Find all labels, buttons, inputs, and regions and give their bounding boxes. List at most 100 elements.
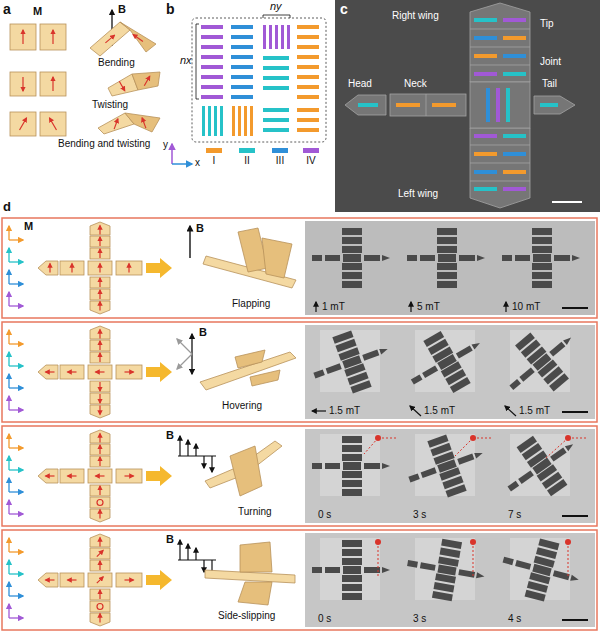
magnet-bar <box>263 86 289 90</box>
robot-photo-part <box>342 558 362 565</box>
deformed-robot <box>235 350 265 368</box>
robot-photo-part <box>342 228 362 235</box>
magnetization-arrow <box>68 371 77 372</box>
joint-line <box>470 65 530 66</box>
robot-wing <box>90 560 110 571</box>
magnet-bar <box>231 35 253 39</box>
magnet-bar <box>275 25 278 49</box>
magnet-bar <box>503 54 526 58</box>
robot-photo-part <box>527 450 547 467</box>
field-value: 1 mT <box>322 301 345 313</box>
photo-light-region <box>510 538 570 600</box>
robot-wing <box>90 509 110 522</box>
magnetization-arrow <box>50 118 57 130</box>
robot-photo-part <box>457 454 474 465</box>
photo-background <box>305 533 595 627</box>
magnetization-arrow <box>99 510 100 519</box>
panel-b <box>172 15 326 164</box>
robot-photo-part <box>325 463 340 469</box>
magnet-bar <box>263 25 266 49</box>
legend-swatch <box>272 148 288 153</box>
robot-photo-part <box>527 346 547 364</box>
vector-label: B <box>166 429 174 442</box>
robot-photo-part <box>342 263 362 270</box>
magnet-bar <box>297 55 319 59</box>
robot-photo <box>496 531 587 609</box>
magnet-bar <box>297 118 319 122</box>
count-label: ny <box>270 0 282 13</box>
reference-line <box>378 542 379 576</box>
robot-tail <box>116 365 142 379</box>
field-value: 5 mT <box>417 301 440 313</box>
magnetization-arrow <box>114 119 118 129</box>
robot-photo-part <box>441 539 462 549</box>
panel-d <box>2 218 597 630</box>
magnetization-arrow <box>99 445 100 454</box>
robot-photo-part <box>325 255 340 261</box>
axis-arrow <box>9 261 23 262</box>
vector-label: B <box>166 533 174 546</box>
magnet-bar <box>201 35 223 39</box>
photo-light-region <box>415 330 475 392</box>
bracket <box>263 15 264 18</box>
robot-photo-part <box>379 346 389 354</box>
robot-photo-part <box>420 255 435 261</box>
part-label: Joint <box>540 56 561 68</box>
robot-photo-part <box>459 255 475 261</box>
magnet-bar <box>263 108 289 112</box>
robot-photo-part <box>422 365 438 378</box>
magnetization-arrow <box>105 35 114 43</box>
legend-text: II <box>244 155 250 167</box>
robot-photo-part <box>437 272 457 279</box>
magnet-bar <box>201 95 223 99</box>
deformed-robot <box>238 582 272 605</box>
deformed-robot <box>250 370 280 386</box>
row-frame <box>2 530 597 630</box>
magnetization-arrow <box>99 614 100 623</box>
field-baseline <box>178 456 216 457</box>
bracket <box>290 15 291 18</box>
axis-arrow <box>8 538 9 552</box>
magnet-bar <box>269 25 272 49</box>
robot-photo <box>312 228 390 288</box>
robot-photo-part <box>474 450 484 458</box>
magnetization-arrow <box>52 30 53 44</box>
robot-photo-part <box>438 556 459 566</box>
field-value: 10 mT <box>512 301 540 313</box>
robot-head <box>38 365 58 379</box>
magnet-bar <box>506 88 510 122</box>
field-arrow <box>191 354 192 374</box>
magnetization-arrow <box>52 77 53 91</box>
robot-tail <box>116 469 142 483</box>
robot-photo-part <box>350 380 371 393</box>
axis-arrow <box>8 292 9 306</box>
magnet-bar <box>214 106 217 136</box>
field-arrow <box>195 548 196 560</box>
magnet-bar <box>231 75 253 79</box>
part-label: Neck <box>404 78 427 90</box>
magnet-bar <box>201 45 223 49</box>
magnetization-arrow <box>99 406 100 415</box>
field-value: 1.5 mT <box>424 405 455 417</box>
axis-arrow <box>8 478 9 492</box>
panel-letter: b <box>166 1 175 17</box>
legend-text: III <box>276 155 284 167</box>
robot-photo-part <box>342 549 362 556</box>
robot-photo-part <box>343 566 361 574</box>
transform-arrow <box>146 362 172 382</box>
robot-photo-part <box>342 593 362 600</box>
robot-photo-part <box>342 480 362 487</box>
magnet-bar <box>503 152 526 156</box>
axis-arrow <box>8 560 9 574</box>
magnet-bar <box>474 170 497 174</box>
magnet-bar <box>396 103 420 107</box>
robot-wing <box>90 613 110 626</box>
magnet-bar <box>474 54 497 58</box>
robot-photo-part <box>407 255 417 261</box>
array-outline <box>192 18 326 142</box>
robot-photo-part <box>338 347 359 360</box>
photo-background <box>305 325 595 419</box>
robot-photo-part <box>519 367 534 381</box>
legend-item: II <box>234 148 260 167</box>
robot-photo-part <box>532 237 552 244</box>
